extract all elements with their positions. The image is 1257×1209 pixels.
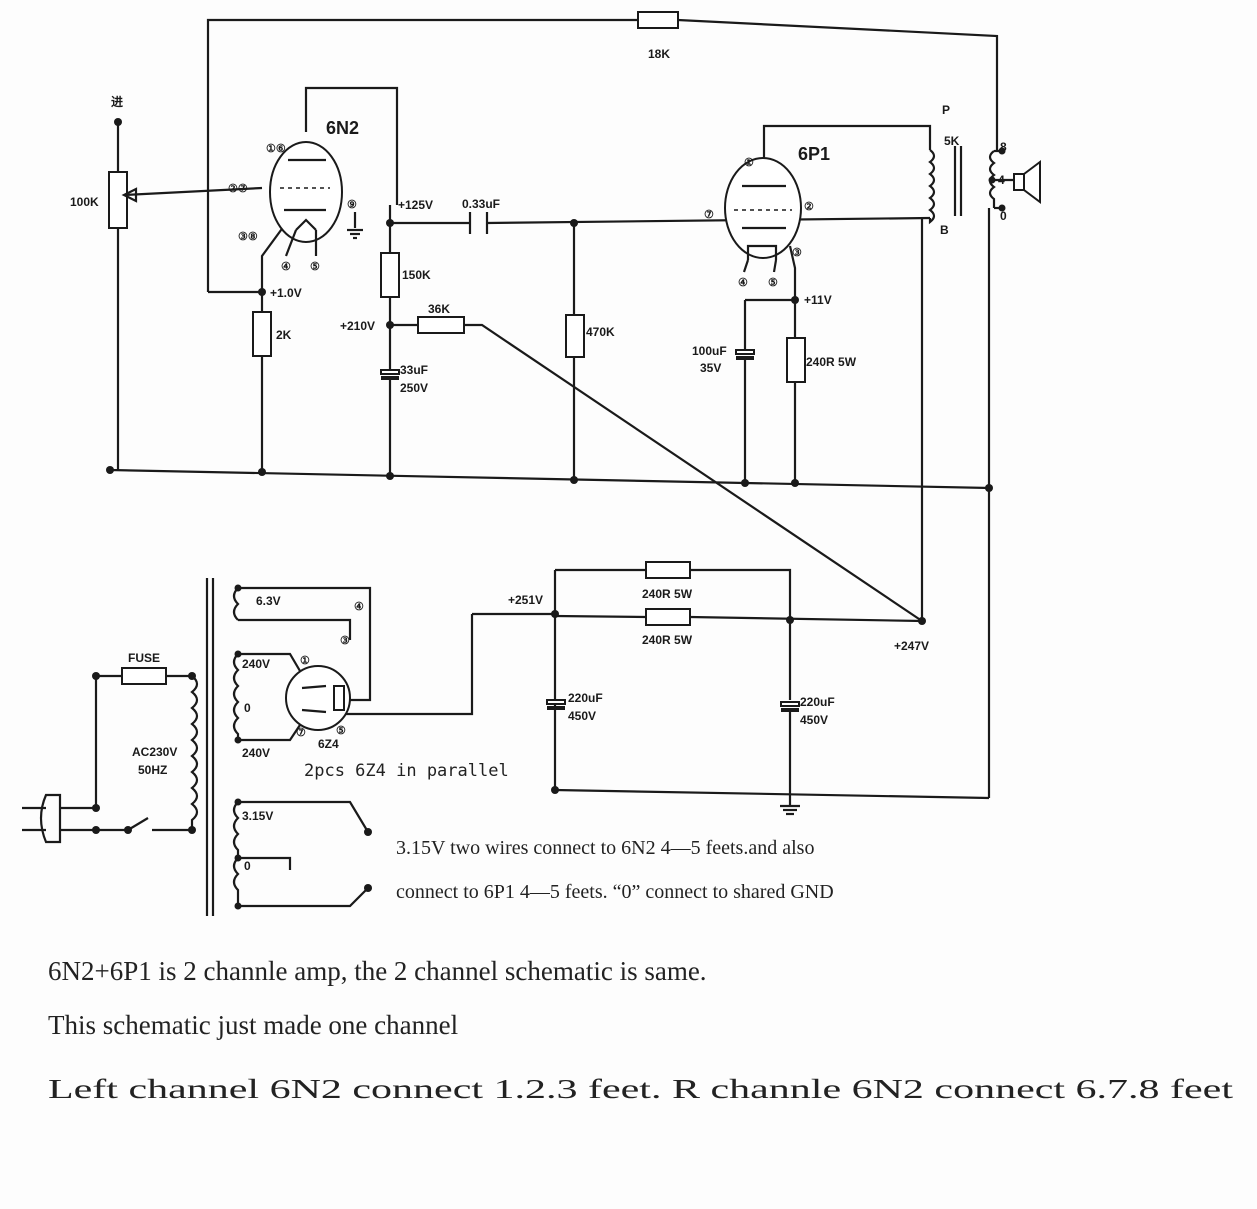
resistor-36k: [417, 316, 465, 334]
svg-text:220uF: 220uF: [800, 695, 835, 709]
svg-text:③⑧: ③⑧: [238, 231, 258, 243]
resistor-470k: [565, 314, 585, 358]
resistor-240r-ps-b: [645, 608, 691, 626]
wires-amp: [109, 18, 999, 798]
svg-text:+125V: +125V: [398, 198, 433, 212]
note-line-1: 6N2+6P1 is 2 channle amp, the 2 channel …: [48, 956, 707, 986]
svg-text:240V: 240V: [242, 746, 270, 760]
svg-text:AC230V: AC230V: [132, 745, 177, 759]
svg-text:36K: 36K: [428, 302, 450, 316]
svg-text:0: 0: [244, 859, 251, 873]
notes: 2pcs 6Z4 in parallel 3.15V two wires con…: [48, 761, 1234, 1104]
svg-text:33uF: 33uF: [400, 363, 428, 377]
svg-text:⑦: ⑦: [704, 209, 714, 221]
svg-text:④: ④: [281, 261, 291, 273]
note-line-3: Left channel 6N2 connect 1.2.3 feet. R c…: [48, 1074, 1234, 1104]
svg-text:P: P: [942, 103, 950, 117]
label-18k: 18K: [648, 47, 670, 61]
svg-text:240R 5W: 240R 5W: [806, 355, 857, 369]
svg-text:+251V: +251V: [508, 593, 543, 607]
labels: 18K 进 100K 6N2 ①⑥ ②⑦ ③⑧ ④ ⑤ ⑨ +125V 0.33…: [70, 47, 1007, 873]
svg-text:0: 0: [244, 701, 251, 715]
svg-text:⑤: ⑤: [768, 277, 778, 289]
mains-primary: [190, 675, 199, 830]
label-6p1: 6P1: [798, 144, 830, 164]
rectifier-6z4: [285, 665, 351, 731]
label-input: 进: [111, 94, 123, 109]
resistor-240r-cathode: [786, 337, 806, 383]
svg-text:8: 8: [1000, 140, 1007, 154]
note-filament-2: connect to 6P1 4—5 feets. “0” connect to…: [396, 881, 834, 903]
svg-text:FUSE: FUSE: [128, 651, 160, 665]
svg-text:0.33uF: 0.33uF: [462, 197, 500, 211]
svg-text:6.3V: 6.3V: [256, 594, 281, 608]
svg-text:⑨: ⑨: [347, 199, 357, 211]
tube-6p1: [724, 157, 802, 259]
capacitor-33uf: [380, 369, 400, 375]
svg-text:B: B: [940, 223, 949, 237]
label-pot: 100K: [70, 195, 99, 209]
svg-text:150K: 150K: [402, 268, 431, 282]
svg-text:①: ①: [300, 655, 310, 667]
svg-text:6Z4: 6Z4: [318, 737, 339, 751]
components: [108, 11, 1041, 906]
output-transformer: [928, 149, 936, 225]
svg-text:+1.0V: +1.0V: [270, 286, 302, 300]
svg-text:35V: 35V: [700, 361, 721, 375]
capacitor-220uf-a: [546, 699, 566, 705]
svg-text:250V: 250V: [400, 381, 428, 395]
svg-text:+11V: +11V: [804, 293, 832, 307]
svg-text:②⑦: ②⑦: [228, 183, 248, 195]
svg-text:+210V: +210V: [340, 319, 375, 333]
svg-text:0: 0: [1000, 209, 1007, 223]
svg-text:①: ①: [744, 157, 754, 169]
svg-text:②: ②: [804, 201, 814, 213]
svg-text:4: 4: [998, 173, 1005, 187]
note-line-2: This schematic just made one channel: [48, 1010, 458, 1040]
fuse: [121, 667, 167, 685]
svg-text:⑤: ⑤: [310, 261, 320, 273]
svg-text:100uF: 100uF: [692, 344, 727, 358]
svg-text:220uF: 220uF: [568, 691, 603, 705]
svg-text:④: ④: [354, 601, 364, 613]
svg-text:③: ③: [340, 635, 350, 647]
resistor-150k: [380, 252, 400, 298]
resistor-2k: [252, 311, 272, 357]
capacitor-100uf: [735, 349, 755, 355]
svg-text:3.15V: 3.15V: [242, 809, 273, 823]
resistor-240r-ps-a: [645, 561, 691, 579]
svg-text:50HZ: 50HZ: [138, 763, 167, 777]
speaker: [1013, 173, 1025, 191]
svg-text:④: ④: [738, 277, 748, 289]
svg-text:⑦: ⑦: [296, 727, 306, 739]
svg-text:470K: 470K: [586, 325, 615, 339]
resistor-18k: [637, 11, 679, 29]
svg-text:240R 5W: 240R 5W: [642, 633, 693, 647]
junctions: [92, 118, 1006, 910]
note-parallel: 2pcs 6Z4 in parallel: [304, 761, 509, 781]
svg-text:240R 5W: 240R 5W: [642, 587, 693, 601]
svg-text:450V: 450V: [800, 713, 828, 727]
svg-text:+247V: +247V: [894, 639, 929, 653]
svg-text:240V: 240V: [242, 657, 270, 671]
svg-text:450V: 450V: [568, 709, 596, 723]
svg-text:5K: 5K: [944, 134, 960, 148]
svg-text:⑤: ⑤: [336, 725, 346, 737]
tube-6n2: [269, 141, 343, 243]
wires-power: [22, 568, 990, 916]
svg-text:③: ③: [792, 247, 802, 259]
potentiometer-100k: [108, 171, 128, 229]
capacitor-220uf-b: [780, 701, 800, 707]
svg-text:①⑥: ①⑥: [266, 143, 286, 155]
note-filament-1: 3.15V two wires connect to 6N2 4—5 feets…: [396, 837, 814, 859]
label-6n2: 6N2: [326, 118, 359, 138]
svg-text:2K: 2K: [276, 328, 292, 342]
